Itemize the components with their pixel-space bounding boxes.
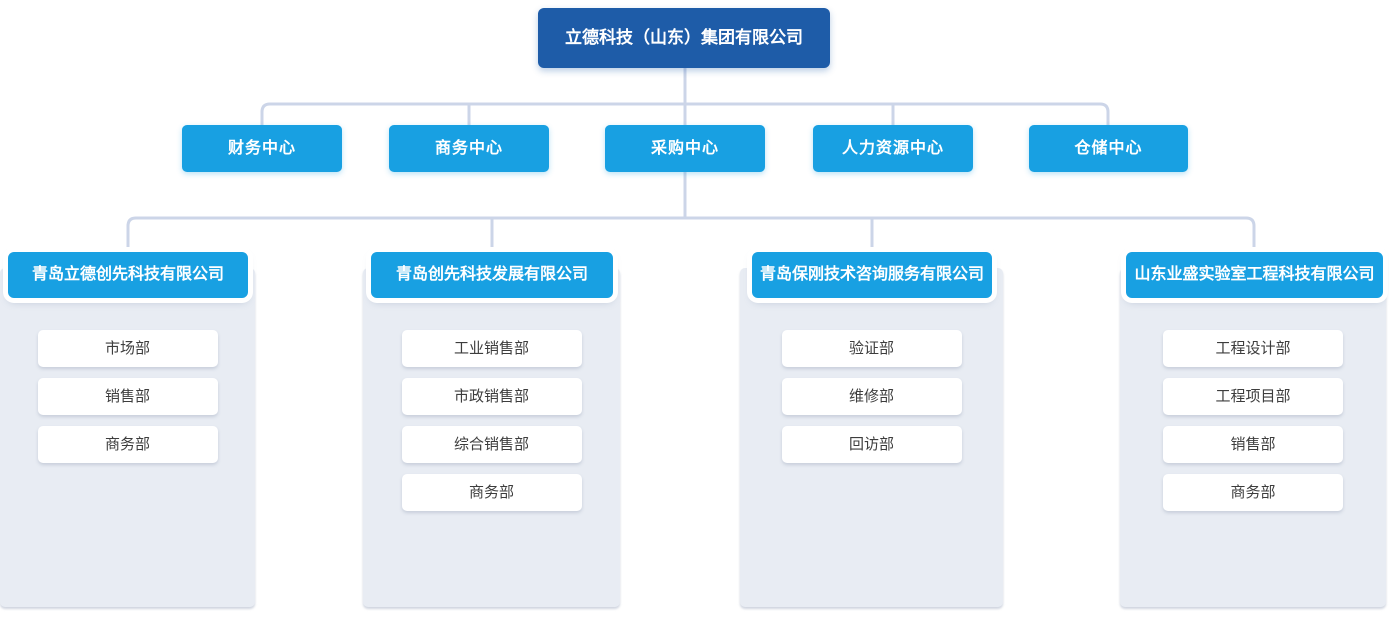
company-panel-1: 市场部 销售部 商务部 bbox=[0, 268, 255, 607]
department-node: 回访部 bbox=[781, 426, 962, 463]
company-panel-2: 工业销售部 市政销售部 综合销售部 商务部 bbox=[363, 268, 620, 607]
company-panel-4: 工程设计部 工程项目部 销售部 商务部 bbox=[1120, 268, 1386, 607]
company-node-3: 青岛保刚技术咨询服务有限公司 bbox=[752, 252, 992, 298]
department-node: 市政销售部 bbox=[401, 378, 582, 415]
department-node: 工程设计部 bbox=[1163, 330, 1343, 367]
department-node: 工业销售部 bbox=[401, 330, 582, 367]
company-node-1: 青岛立德创先科技有限公司 bbox=[8, 252, 248, 298]
department-node: 商务部 bbox=[1163, 474, 1343, 511]
center-node-finance: 财务中心 bbox=[182, 125, 342, 172]
department-node: 销售部 bbox=[37, 378, 218, 415]
department-node: 验证部 bbox=[781, 330, 962, 367]
connector-level3-rail bbox=[126, 216, 1256, 252]
center-node-hr: 人力资源中心 bbox=[813, 125, 973, 172]
company-node-2: 青岛创先科技发展有限公司 bbox=[371, 252, 613, 298]
connector-level2-rail bbox=[260, 102, 1110, 125]
center-node-procurement: 采购中心 bbox=[605, 125, 765, 172]
department-node: 销售部 bbox=[1163, 426, 1343, 463]
department-node: 商务部 bbox=[401, 474, 582, 511]
department-node: 商务部 bbox=[37, 426, 218, 463]
center-node-business: 商务中心 bbox=[389, 125, 549, 172]
center-node-warehouse: 仓储中心 bbox=[1029, 125, 1188, 172]
department-node: 工程项目部 bbox=[1163, 378, 1343, 415]
company-node-4: 山东业盛实验室工程科技有限公司 bbox=[1126, 252, 1383, 298]
department-node: 市场部 bbox=[37, 330, 218, 367]
group-company-node: 立德科技（山东）集团有限公司 bbox=[538, 8, 830, 68]
department-node: 综合销售部 bbox=[401, 426, 582, 463]
department-node: 维修部 bbox=[781, 378, 962, 415]
company-panel-3: 验证部 维修部 回访部 bbox=[740, 268, 1003, 607]
